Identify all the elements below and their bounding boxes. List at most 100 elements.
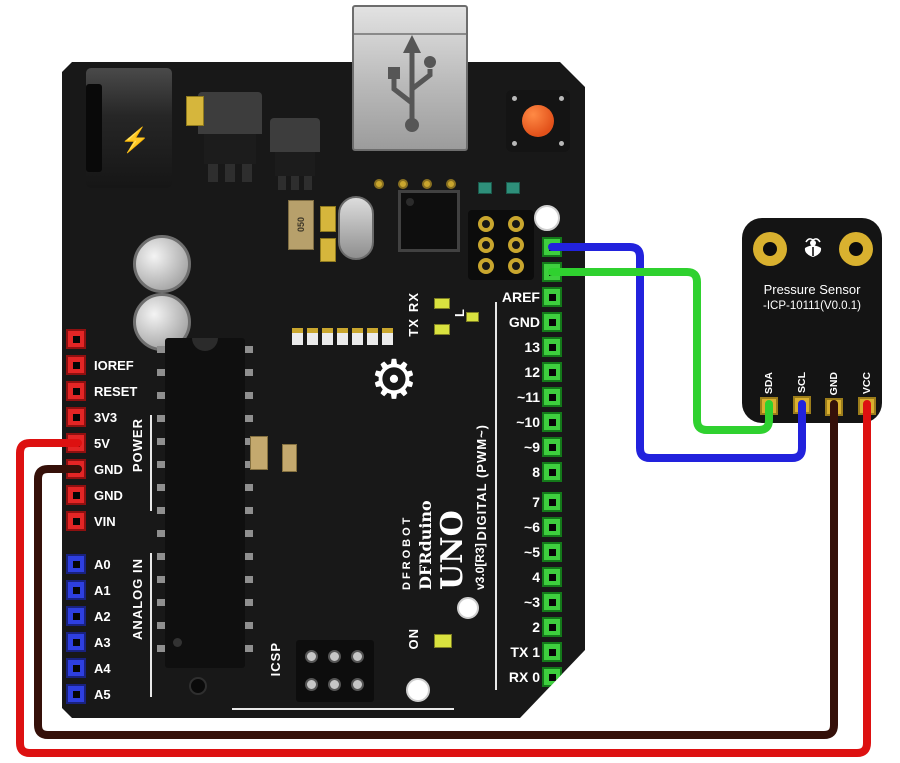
digital-pin-label: ~11 [517, 388, 540, 405]
smd-component [250, 436, 268, 470]
smd-component [320, 206, 336, 232]
digital-pin [542, 516, 562, 537]
digital-pin-row: AREF [470, 284, 562, 309]
power-pin-label: RESET [94, 383, 138, 399]
digital-pin-row: 2 [470, 614, 562, 639]
analog-pin [66, 580, 86, 600]
digital-pin-label: GND [508, 313, 540, 330]
power-pin [66, 433, 86, 453]
digital-pin-row: ~11 [470, 384, 562, 409]
smd-row [292, 328, 393, 345]
sensor-pin: SCL [792, 372, 811, 416]
power-pin-row: 3V3 [66, 404, 137, 430]
usb-icon [388, 35, 436, 132]
digital-pin-row: 12 [470, 359, 562, 384]
analog-pin [66, 684, 86, 704]
analog-pin-row: A0 [66, 551, 111, 577]
icsp2-header [468, 210, 534, 280]
rx-led [434, 298, 450, 309]
sensor-pin-pad [857, 396, 876, 415]
digital-pin-label: RX 0 [508, 668, 540, 685]
power-pin-label: VIN [94, 513, 116, 529]
digital-pin [542, 641, 562, 662]
via-pad [374, 179, 384, 189]
digital-pin [542, 461, 562, 482]
digital-pin [542, 311, 562, 332]
digital-pin-row: 13 [470, 334, 562, 359]
analog-pin [66, 632, 86, 652]
digital-pin-row [470, 234, 562, 259]
power-pin-label: GND [94, 461, 123, 477]
dfrobot-logo-icon [804, 238, 822, 257]
silkscreen-line [150, 415, 152, 511]
power-pin-row [66, 326, 137, 352]
l-label: L [452, 308, 467, 317]
power-pin-row: GND [66, 456, 137, 482]
regulator-leg [278, 176, 286, 190]
digital-pin [542, 361, 562, 382]
power-pin-row: GND [66, 482, 137, 508]
digital-pin [542, 541, 562, 562]
analog-pin [66, 606, 86, 626]
regulator-leg [304, 176, 312, 190]
power-pin-row: VIN [66, 508, 137, 534]
sensor-pin-label: VCC [860, 371, 873, 394]
voltage-regulator-body [275, 152, 315, 176]
smd-component [478, 182, 492, 194]
analog-pin-row: A3 [66, 629, 111, 655]
mounting-hole [457, 597, 479, 619]
icsp-label: ICSP [268, 642, 283, 677]
mounting-hole [534, 205, 560, 231]
sensor-mounting-hole [753, 232, 787, 266]
analog-pin-label: A3 [94, 634, 111, 650]
digital-pin-label: 13 [524, 338, 540, 355]
regulator-leg [208, 164, 218, 182]
dfrobot-gear-icon: ⚙ [369, 350, 419, 410]
capacitor [133, 293, 191, 351]
regulator-leg [225, 164, 235, 182]
brand-model: DFRduino UNO [416, 500, 470, 590]
power-pin-label: 5V [94, 435, 110, 451]
silkscreen-line [150, 553, 152, 697]
usb-seam [354, 33, 466, 35]
digital-pin [542, 261, 562, 282]
power-header: IOREF RESET 3V3 5V [66, 326, 137, 534]
analog-pin-label: A2 [94, 608, 111, 624]
regulator-leg [291, 176, 299, 190]
sensor-mounting-hole [839, 232, 873, 266]
analog-pin-row: A1 [66, 577, 111, 603]
smd-chip: 050 [288, 200, 314, 250]
digital-pin [542, 236, 562, 257]
power-pin [66, 407, 86, 427]
power-pin-row: 5V [66, 430, 137, 456]
crystal-oscillator [338, 196, 374, 260]
via-pad [446, 179, 456, 189]
reset-button [506, 90, 570, 152]
sensor-pin-label: GND [828, 371, 841, 395]
power-pin-row: RESET [66, 378, 137, 404]
silkscreen-line [232, 708, 454, 710]
sensor-pin-pad [825, 398, 844, 416]
digital-pin-label: ~3 [524, 593, 540, 610]
analog-pin-label: A0 [94, 556, 111, 572]
smd-chip-label: 050 [296, 217, 306, 233]
digital-pin-label: 12 [524, 363, 540, 380]
arduino-board: ⚡ 050 [62, 62, 585, 718]
power-pin [66, 329, 86, 349]
voltage-regulator-tab [198, 92, 262, 134]
digital-pin [542, 286, 562, 307]
on-led [434, 634, 452, 648]
power-pin [66, 459, 86, 479]
analog-pin-label: A4 [94, 660, 111, 676]
smd-component [506, 182, 520, 194]
analog-pin [66, 658, 86, 678]
analog-pin-row: A4 [66, 655, 111, 681]
mcu-chip [398, 190, 460, 252]
power-pin-row: IOREF [66, 352, 137, 378]
via-pad [398, 179, 408, 189]
digital-section-label: DIGITAL (PWM~) [474, 424, 489, 541]
power-pin [66, 511, 86, 531]
icsp-header [296, 640, 374, 702]
sensor-pin-label: SDA [763, 371, 775, 394]
